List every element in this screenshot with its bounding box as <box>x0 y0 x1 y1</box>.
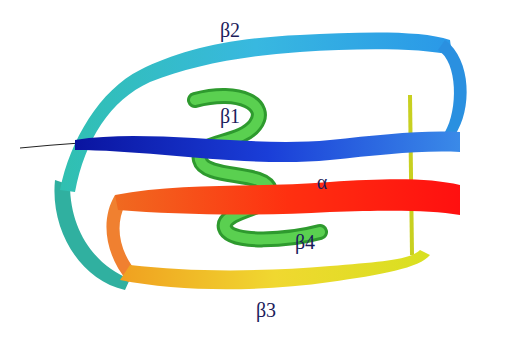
alpha-helix <box>195 96 320 239</box>
beta-strand <box>75 132 460 163</box>
loop <box>410 95 412 255</box>
beta-strand <box>60 33 452 192</box>
loop <box>438 40 467 135</box>
structure-label: β2 <box>220 20 240 40</box>
structure-label: β3 <box>256 300 276 320</box>
beta-strand <box>120 250 430 289</box>
beta-strand <box>115 179 460 215</box>
structure-label: β1 <box>220 106 240 126</box>
coil <box>20 143 80 148</box>
structure-label: β4 <box>295 232 315 252</box>
structure-label: α <box>317 172 327 192</box>
